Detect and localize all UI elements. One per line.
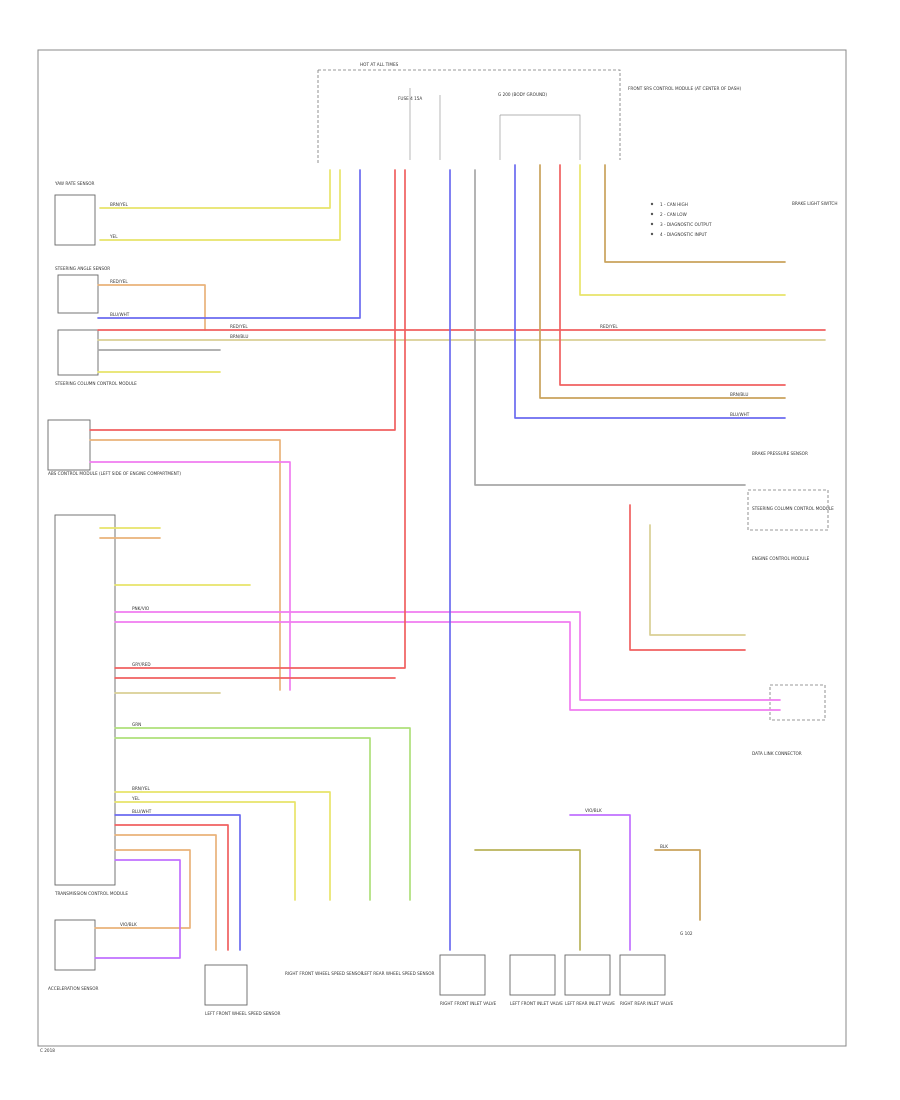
svg-text:ENGINE CONTROL MODULE: ENGINE CONTROL MODULE: [752, 556, 810, 561]
wire: [654, 849, 701, 921]
wire: [539, 164, 786, 399]
svg-text:LEFT REAR WHEEL SPEED SENSOR: LEFT REAR WHEEL SPEED SENSOR: [362, 971, 435, 976]
footer-code: C 2018: [40, 1048, 55, 1053]
lf-inlet-valve: LEFT FRONT INLET VALVE: [509, 954, 563, 1006]
svg-text:VIO/BLK: VIO/BLK: [585, 808, 602, 813]
svg-text:STEERING ANGLE SENSOR: STEERING ANGLE SENSOR: [55, 266, 110, 271]
svg-text:ABS CONTROL MODULE (LEFT SIDE: ABS CONTROL MODULE (LEFT SIDE OF ENGINE …: [48, 471, 181, 476]
wire: [114, 814, 241, 951]
svg-text:RED/YEL: RED/YEL: [110, 279, 128, 284]
svg-text:LEFT FRONT INLET VALVE: LEFT FRONT INLET VALVE: [510, 1001, 563, 1006]
front-srs-label: FRONT SRS CONTROL MODULE (AT CENTER OF D…: [628, 86, 742, 91]
svg-text:STEERING COLUMN CONTROL MODULE: STEERING COLUMN CONTROL MODULE: [55, 381, 137, 386]
svg-text:RIGHT FRONT INLET VALVE: RIGHT FRONT INLET VALVE: [440, 1001, 496, 1006]
svg-text:BLU/WHT: BLU/WHT: [730, 412, 750, 417]
wire: [114, 611, 781, 701]
accel-sensor: ACCELERATION SENSOR: [48, 919, 98, 991]
wire: [114, 834, 217, 951]
svg-text:BRN/BLU: BRN/BLU: [730, 392, 748, 397]
lf-wheel-sensor: LEFT FRONT WHEEL SPEED SENSOR: [204, 964, 281, 1016]
wire: [89, 461, 291, 691]
pressure-sensor: BRAKE PRESSURE SENSOR: [752, 451, 808, 456]
svg-text:VIO/BLK: VIO/BLK: [120, 922, 137, 927]
wire: [604, 164, 786, 263]
svg-text:G 102: G 102: [680, 931, 693, 936]
wire: [579, 164, 786, 296]
svg-text:ACCELERATION SENSOR: ACCELERATION SENSOR: [48, 986, 98, 991]
abs-module: ABS CONTROL MODULE (LEFT SIDE OF ENGINE …: [48, 471, 181, 896]
wire-labels: BRN/YEL YEL RED/YEL BLU/WHT RED/YEL BRN/…: [109, 202, 750, 927]
svg-text:BLU/WHT: BLU/WHT: [110, 312, 130, 317]
wire: [114, 169, 406, 669]
steering-control-box: STEERING COLUMN CONTROL MODULE ENGINE CO…: [747, 489, 834, 561]
svg-text:BLK: BLK: [660, 844, 668, 849]
svg-text:GRY/RED: GRY/RED: [132, 662, 151, 667]
svg-text:BLU/WHT: BLU/WHT: [132, 809, 152, 814]
data-link-connector: DATA LINK CONNECTOR: [752, 684, 826, 756]
ground-g102: G 102: [680, 931, 693, 936]
wire: [99, 169, 341, 241]
steering-module: STEERING COLUMN CONTROL MODULE: [47, 381, 137, 471]
wire: [94, 849, 191, 929]
top-junction: HOT AT ALL TIMES FUSE 4 15A G 200 (BODY …: [317, 62, 742, 165]
wire: [89, 439, 281, 691]
diagram-border: [37, 49, 847, 1047]
svg-text:RED/YEL: RED/YEL: [230, 324, 248, 329]
wire: [114, 737, 371, 901]
wire-layer: [89, 164, 826, 959]
steering-sensor: STEERING ANGLE SENSOR: [55, 266, 110, 376]
brake-switch: BRAKE LIGHT SWITCH: [792, 201, 837, 206]
wire: [97, 169, 361, 319]
svg-text:BRAKE PRESSURE SENSOR: BRAKE PRESSURE SENSOR: [752, 451, 808, 456]
svg-text:BRN/YEL: BRN/YEL: [110, 202, 129, 207]
yaw-sensor: YAW RATE SENSOR: [54, 181, 96, 246]
lr-inlet-valve: LEFT REAR INLET VALVE: [564, 954, 615, 1006]
rr-inlet-valve: RIGHT REAR INLET VALVE: [619, 954, 674, 1006]
legend-item-1: 1 - CAN HIGH: [660, 202, 688, 207]
wire: [89, 169, 396, 431]
wire: [649, 524, 746, 636]
top-junction-label: HOT AT ALL TIMES: [360, 62, 399, 67]
legend-item-2: 2 - CAN LOW: [660, 212, 687, 217]
svg-text:PNK/VIO: PNK/VIO: [132, 606, 150, 611]
wire: [559, 164, 786, 386]
svg-text:LEFT REAR INLET VALVE: LEFT REAR INLET VALVE: [565, 1001, 615, 1006]
svg-text:BRAKE LIGHT SWITCH: BRAKE LIGHT SWITCH: [792, 201, 837, 206]
svg-text:RED/YEL: RED/YEL: [600, 324, 618, 329]
svg-text:STEERING COLUMN CONTROL MODULE: STEERING COLUMN CONTROL MODULE: [752, 506, 834, 511]
svg-text:DATA LINK CONNECTOR: DATA LINK CONNECTOR: [752, 751, 802, 756]
wire: [629, 504, 746, 651]
wire: [474, 849, 581, 951]
svg-text:RIGHT FRONT WHEEL SPEED SENSOR: RIGHT FRONT WHEEL SPEED SENSOR: [285, 971, 364, 976]
legend-item-3: 3 - DIAGNOSTIC OUTPUT: [660, 222, 712, 227]
rf-wheel-sensor: RIGHT FRONT WHEEL SPEED SENSOR: [285, 971, 364, 976]
wire: [114, 824, 229, 951]
wire: [97, 284, 206, 331]
wire: [514, 164, 786, 419]
svg-text:YAW RATE SENSOR: YAW RATE SENSOR: [54, 181, 95, 186]
svg-text:TRANSMISSION CONTROL MODULE: TRANSMISSION CONTROL MODULE: [54, 891, 128, 896]
svg-text:YEL: YEL: [109, 234, 118, 239]
wire: [114, 727, 411, 901]
wire: [99, 169, 331, 209]
ground-bar-label: G 200 (BODY GROUND): [498, 92, 547, 97]
wire: [474, 169, 746, 486]
legend: 1 - CAN HIGH 2 - CAN LOW 3 - DIAGNOSTIC …: [650, 202, 712, 237]
svg-text:BRN/BLU: BRN/BLU: [230, 334, 248, 339]
wire: [94, 859, 181, 959]
wire: [114, 791, 331, 901]
svg-text:BRN/YEL: BRN/YEL: [132, 786, 151, 791]
lr-wheel-sensor: LEFT REAR WHEEL SPEED SENSOR: [362, 971, 435, 976]
svg-text:LEFT FRONT WHEEL SPEED SENSOR: LEFT FRONT WHEEL SPEED SENSOR: [205, 1011, 281, 1016]
legend-item-4: 4 - DIAGNOSTIC INPUT: [660, 232, 707, 237]
wire: [114, 621, 781, 711]
svg-text:GRN: GRN: [132, 722, 141, 727]
svg-text:YEL: YEL: [131, 796, 140, 801]
rf-inlet-valve: RIGHT FRONT INLET VALVE: [439, 954, 496, 1006]
wire: [114, 801, 296, 901]
wire: [569, 814, 631, 951]
svg-text:RIGHT REAR INLET VALVE: RIGHT REAR INLET VALVE: [620, 1001, 674, 1006]
